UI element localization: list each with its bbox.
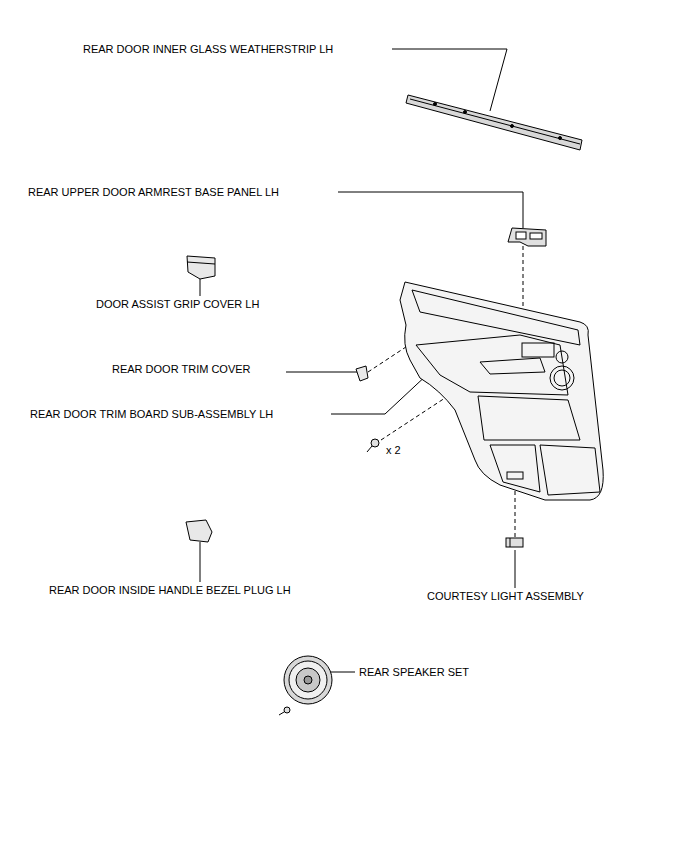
part-name: REAR DOOR INNER GLASS WEATHERSTRIP LH [82, 43, 334, 56]
quantity-note: x 2 [385, 444, 402, 457]
part-name: REAR SPEAKER SET [358, 666, 470, 679]
screw [367, 439, 379, 452]
speaker [279, 656, 332, 715]
armrest-base-panel [508, 228, 546, 246]
weatherstrip [406, 95, 582, 150]
trim-board [400, 282, 603, 500]
courtesy-light [506, 538, 523, 547]
part-name: COURTESY LIGHT ASSEMBLY [426, 590, 585, 603]
trim-cover [356, 366, 368, 381]
assist-grip-cover [187, 256, 215, 279]
part-name: DOOR ASSIST GRIP COVER LH [95, 298, 260, 311]
part-name: REAR UPPER DOOR ARMREST BASE PANEL LH [27, 186, 280, 199]
bezel-plug [186, 520, 212, 542]
part-name: REAR DOOR TRIM BOARD SUB-ASSEMBLY LH [29, 408, 274, 421]
part-name: REAR DOOR INSIDE HANDLE BEZEL PLUG LH [48, 584, 292, 597]
part-name: REAR DOOR TRIM COVER [111, 363, 252, 376]
